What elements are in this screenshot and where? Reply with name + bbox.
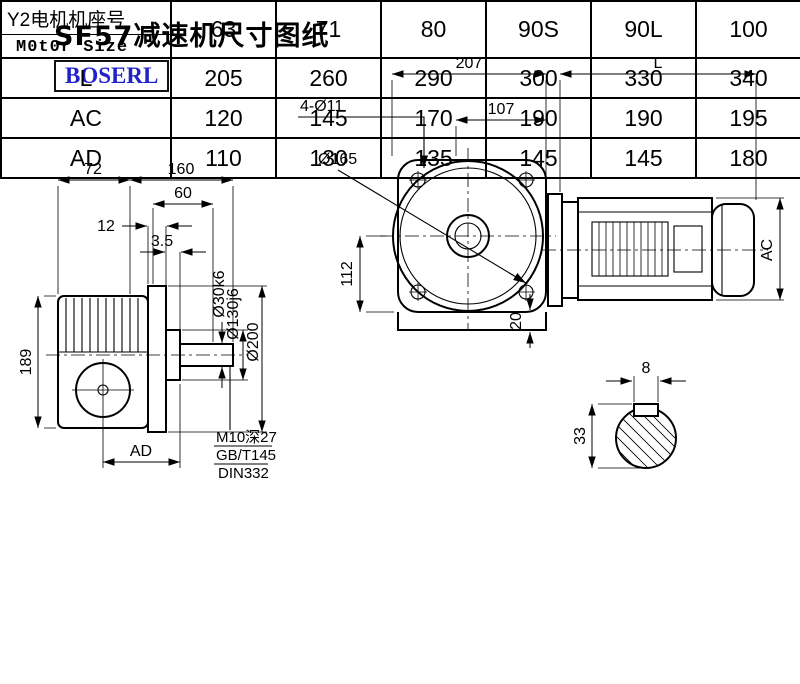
- table-cell: 195: [695, 97, 800, 139]
- table-cell: 180: [695, 137, 800, 179]
- header-line-en: M0t0r Size: [16, 38, 129, 57]
- shaft-section-view: 8 33: [572, 360, 686, 469]
- table-cell: 170: [380, 97, 487, 139]
- dim-3-5-label: 3.5: [151, 233, 173, 250]
- tapped-hole-note: M10深27: [216, 429, 277, 446]
- side-view: 72 160 60 12 3.5 189 AD: [18, 161, 277, 482]
- dim-33-label: 33: [572, 427, 589, 445]
- key-section: [633, 403, 659, 417]
- housing-base: [397, 312, 547, 331]
- spigot-diameter-label: Ø130j6: [225, 288, 242, 340]
- table-cell: 145: [485, 137, 592, 179]
- dim-8-label: 8: [642, 360, 651, 377]
- section-hatching: [616, 408, 676, 468]
- bolt-holes: [409, 171, 535, 301]
- column-header: 90L: [590, 0, 697, 59]
- output-shaft: [179, 343, 234, 367]
- dimension-table: Y2电机机座号 M0t0r Size 63 71 80 90S 90L 100 …: [0, 0, 800, 179]
- dim-189-label: 189: [18, 349, 35, 376]
- dim-60-label: 60: [174, 185, 192, 202]
- table-cell: 135: [380, 137, 487, 179]
- front-view-geometry: [380, 148, 768, 331]
- output-flange: [147, 285, 167, 433]
- table-cell: 120: [170, 97, 277, 139]
- table-cell: 145: [590, 137, 697, 179]
- table-cell: 260: [275, 57, 382, 99]
- table-row-l: L 205 260 290 300 330 340: [0, 57, 800, 99]
- table-cell: 300: [485, 57, 592, 99]
- motor-endcap: [711, 203, 755, 297]
- table-cell: 130: [275, 137, 382, 179]
- table-cell: 190: [485, 97, 592, 139]
- column-header: 100: [695, 0, 800, 59]
- table-cell: 190: [590, 97, 697, 139]
- standard-note-1: GB/T145: [216, 447, 276, 464]
- row-label: AC: [0, 97, 172, 139]
- row-label: AD: [0, 137, 172, 179]
- table-row-ad: AD 110 130 135 145 145 180: [0, 137, 800, 179]
- dim-12-label: 12: [97, 218, 115, 235]
- table-row-ac: AC 120 145 170 190 190 195: [0, 97, 800, 139]
- standard-note-2: DIN332: [218, 465, 269, 482]
- motor-body: [577, 197, 713, 301]
- column-header: 80: [380, 0, 487, 59]
- dim-ac-label: AC: [759, 239, 776, 261]
- shaft-section-dimensions: 8 33: [572, 360, 686, 469]
- column-header: 63: [170, 0, 277, 59]
- shaft-diameter-label: Ø30k6: [211, 270, 228, 317]
- table-cell: 330: [590, 57, 697, 99]
- table-cell: 145: [275, 97, 382, 139]
- column-header: 71: [275, 0, 382, 59]
- motor-size-header-cell: Y2电机机座号 M0t0r Size: [0, 0, 172, 59]
- header-line-cn: Y2电机机座号: [2, 2, 170, 35]
- table-header-row: Y2电机机座号 M0t0r Size 63 71 80 90S 90L 100: [0, 0, 800, 59]
- flange-diameter-label: Ø200: [245, 322, 262, 361]
- table-cell: 205: [170, 57, 277, 99]
- row-label: L: [0, 57, 172, 99]
- dim-ad-label: AD: [130, 443, 152, 460]
- column-header: 90S: [485, 0, 592, 59]
- dim-20-label: 20: [508, 312, 525, 330]
- dim-112-label: 112: [339, 261, 356, 287]
- table-cell: 110: [170, 137, 277, 179]
- table-cell: 290: [380, 57, 487, 99]
- table-cell: 340: [695, 57, 800, 99]
